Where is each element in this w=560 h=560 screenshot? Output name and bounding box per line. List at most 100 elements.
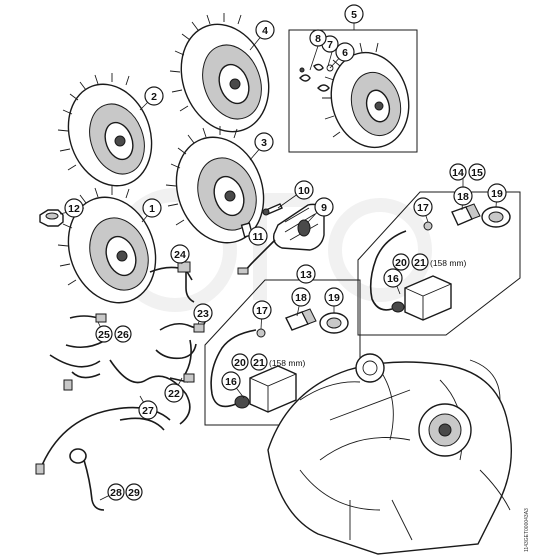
callout-17-right: 17 [413, 197, 433, 217]
callout-14: 14 [449, 163, 467, 181]
callout-label: 25 [98, 329, 110, 341]
callout-label: 16 [225, 376, 237, 388]
callout-21-left: 21 [250, 353, 268, 371]
wiring-harness-part-24 [149, 261, 195, 303]
callout-label: 21 [414, 257, 426, 269]
callout-label: 12 [68, 203, 80, 215]
callout-19-left: 19 [324, 287, 344, 307]
callout-17-left: 17 [252, 300, 272, 320]
callout-label: 3 [261, 137, 267, 149]
spark-plug-boot-part-19-right [481, 206, 511, 228]
flywheel-part-5 [322, 42, 410, 149]
pawl-parts-6-7-8 [299, 63, 334, 92]
wiring-harness-part-28-29 [69, 448, 105, 511]
callout-label: 17 [417, 202, 429, 214]
wire-length-note-right: (158 mm) [430, 258, 467, 268]
callout-5: 5 [344, 4, 364, 24]
callout-15: 15 [468, 163, 486, 181]
callout-1: 1 [142, 198, 162, 218]
wiring-harness-part-22 [155, 343, 197, 383]
callout-label: 1 [149, 203, 155, 215]
callout-2: 2 [144, 86, 164, 106]
callout-22: 22 [164, 383, 184, 403]
callout-label: 13 [300, 269, 312, 281]
flywheel-part-4 [169, 13, 270, 133]
ignition-coil-part-16-left [210, 329, 297, 413]
callout-23: 23 [193, 303, 213, 323]
callout-25: 25 [95, 325, 113, 343]
callout-label: 4 [262, 25, 268, 37]
callout-label: 2 [151, 91, 157, 103]
flywheel-part-2 [57, 73, 153, 187]
callout-label: 28 [110, 487, 122, 499]
callout-27: 27 [138, 400, 158, 420]
callout-label: 26 [117, 329, 129, 341]
callout-label: 10 [298, 185, 310, 197]
callout-26: 26 [114, 325, 132, 343]
spring-part-17-left [256, 328, 266, 338]
nut-part-12 [39, 209, 64, 227]
callout-label: 7 [327, 39, 333, 51]
flywheel-part-1 [57, 186, 157, 304]
callout-24: 24 [170, 244, 190, 264]
callout-label: 27 [142, 405, 154, 417]
spark-plug-cap-part-18-right [451, 203, 481, 226]
callout-label: 18 [295, 292, 307, 304]
reference-code: 1143GET000043A3 [524, 508, 530, 552]
callout-20-right: 20 [392, 253, 410, 271]
callout-28: 28 [107, 483, 125, 501]
callout-10: 10 [294, 180, 314, 200]
callout-label: 19 [491, 188, 503, 200]
engine-housing [267, 353, 512, 555]
ignition-coil-part-16-right [369, 230, 452, 321]
callout-label: 20 [395, 257, 407, 269]
wiring-harness-part-27 [35, 359, 191, 475]
flywheel-part-3 [165, 126, 265, 244]
wiring-harness-part-25-26 [49, 313, 107, 391]
callout-29: 29 [125, 483, 143, 501]
callout-19-right: 19 [487, 183, 507, 203]
callout-label: 17 [256, 305, 268, 317]
callout-label: 11 [252, 231, 263, 243]
callout-label: 5 [351, 9, 357, 21]
callout-label: 14 [452, 167, 464, 179]
callout-16-left: 16 [221, 371, 241, 391]
wiring-harness-part-23 [159, 317, 207, 377]
wire-length-note-left: (158 mm) [269, 358, 306, 368]
spark-plug-cap-part-18-left [285, 308, 317, 331]
callout-label: 22 [168, 388, 180, 400]
callout-label: 8 [315, 33, 321, 45]
callout-label: 16 [387, 273, 399, 285]
callout-label: 20 [234, 357, 246, 369]
callout-label: 15 [471, 167, 483, 179]
callout-6: 6 [335, 42, 355, 62]
callout-label: 18 [457, 191, 469, 203]
assembly-box-14-15 [357, 191, 521, 336]
callout-label: 23 [197, 308, 209, 320]
callout-18-right: 18 [453, 186, 473, 206]
assembly-box-5 [288, 29, 418, 153]
callout-13: 13 [296, 264, 316, 284]
callout-label: 29 [128, 487, 140, 499]
callout-9: 9 [314, 197, 334, 217]
spark-plug-boot-part-19-left [319, 312, 349, 334]
callout-label: 9 [321, 202, 327, 214]
callout-label: 21 [253, 357, 265, 369]
callout-12: 12 [64, 198, 84, 218]
callout-21-right: 21 [411, 253, 429, 271]
watermark [113, 188, 432, 312]
screw-part-10 [262, 203, 283, 216]
spring-part-17-right [423, 221, 433, 231]
callout-18-left: 18 [291, 287, 311, 307]
callout-8: 8 [309, 29, 327, 47]
callout-label: 19 [328, 292, 340, 304]
callout-11: 11 [248, 226, 268, 246]
callout-3: 3 [254, 132, 274, 152]
callout-16-right: 16 [383, 268, 403, 288]
callout-20-left: 20 [231, 353, 249, 371]
callout-label: 6 [342, 47, 348, 59]
callout-4: 4 [255, 20, 275, 40]
callout-label: 24 [174, 249, 186, 261]
